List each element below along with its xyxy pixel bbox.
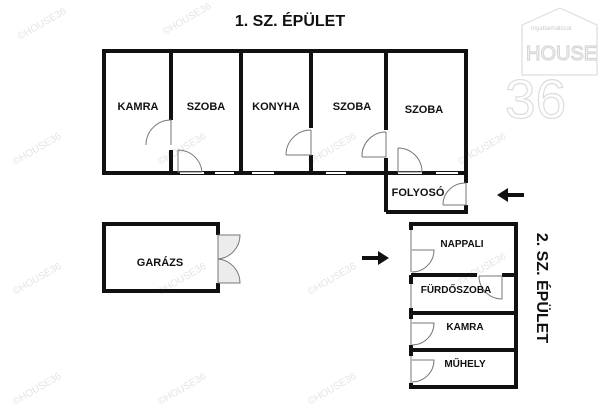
garage-door-icon	[217, 234, 241, 284]
door-icon	[361, 131, 387, 158]
entrance-arrow-icon	[362, 251, 389, 265]
door-icon	[285, 129, 312, 156]
building1-walls	[102, 49, 468, 214]
building2-title: 2. SZ. ÉPÜLET	[533, 233, 552, 343]
building2-walls	[409, 222, 518, 389]
room-label: NAPPALI	[440, 239, 483, 250]
garage-label: GARÁZS	[137, 256, 183, 269]
watermark: ©HOUSE36	[456, 251, 509, 288]
door-icon	[411, 359, 435, 383]
building1-doors	[145, 119, 467, 206]
watermark: ©HOUSE36	[11, 131, 64, 168]
svg-text:Ingatlanhálózat: Ingatlanhálózat	[531, 26, 572, 32]
building2-doors	[411, 249, 503, 383]
room-label: FÜRDŐSZOBA	[421, 283, 492, 296]
room-label: FOLYOSÓ	[392, 186, 445, 199]
watermark: ©HOUSE36	[11, 371, 64, 405]
door-icon	[478, 275, 503, 300]
garage-walls	[102, 222, 220, 293]
svg-text:36: 36	[505, 68, 566, 130]
door-icon	[411, 249, 435, 273]
room-label: SZOBA	[405, 104, 444, 116]
door-icon	[397, 147, 423, 173]
watermark: ©HOUSE36	[16, 6, 69, 43]
watermark: ©HOUSE36	[306, 131, 359, 168]
room-label: MŰHELY	[444, 357, 486, 370]
room-label: KAMRA	[446, 322, 483, 333]
watermark: ©HOUSE36	[161, 1, 214, 38]
watermark: ©HOUSE36	[306, 261, 359, 298]
watermark: ©HOUSE36	[156, 371, 209, 405]
door-icon	[145, 119, 172, 146]
room-label: SZOBA	[333, 101, 372, 113]
entrance-arrow-icon	[497, 188, 524, 202]
door-icon	[442, 182, 467, 206]
room-label: KONYHA	[252, 101, 300, 113]
room-label: KAMRA	[118, 101, 159, 113]
door-icon	[177, 149, 203, 173]
watermark: ©HOUSE36	[156, 131, 209, 168]
svg-text:HOUSE: HOUSE	[526, 43, 597, 65]
room-label: SZOBA	[187, 101, 226, 113]
door-icon	[411, 322, 435, 346]
building1-title: 1. SZ. ÉPÜLET	[235, 11, 345, 30]
watermark: ©HOUSE36	[306, 371, 359, 405]
watermark: ©HOUSE36	[11, 261, 64, 298]
watermarks: ©HOUSE36 ©HOUSE36 ©HOUSE36 ©HOUSE36 ©HOU…	[11, 1, 509, 405]
house36-logo: Ingatlanhálózat HOUSE 36	[504, 7, 598, 131]
watermark: ©HOUSE36	[456, 131, 509, 168]
